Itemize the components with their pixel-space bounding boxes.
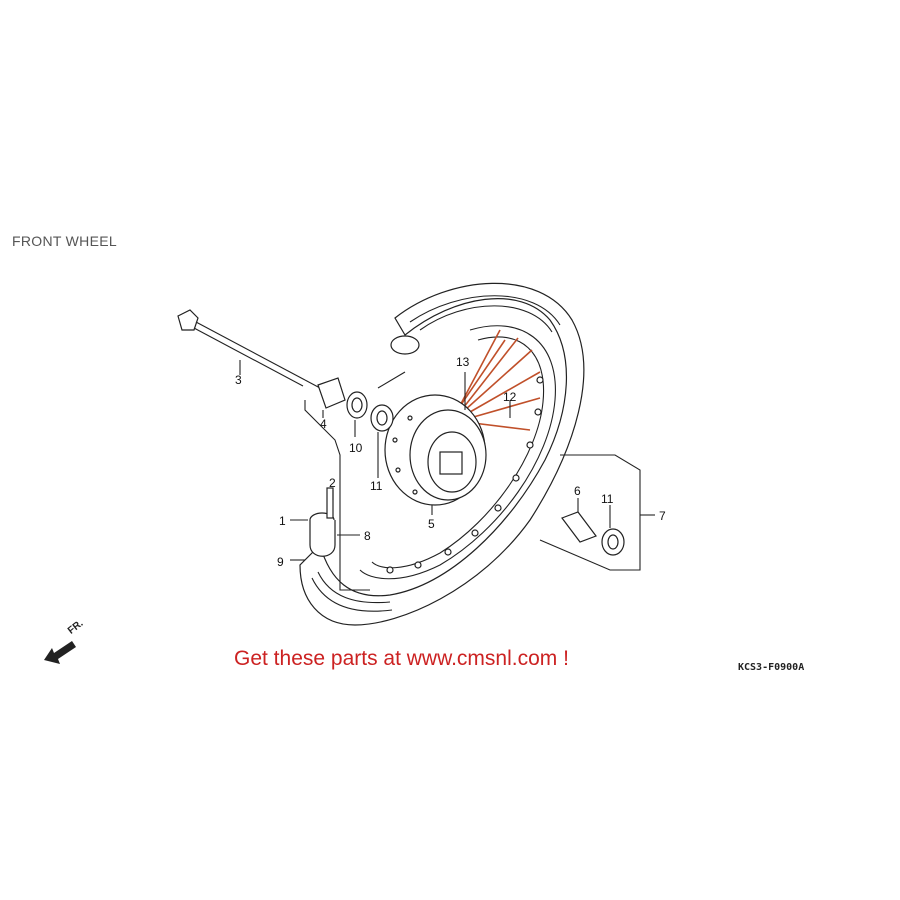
callout-2: 2	[329, 476, 336, 490]
axle	[177, 309, 321, 389]
distance-collar	[561, 511, 597, 543]
tire	[299, 282, 585, 626]
callout-11-left: 11	[370, 479, 383, 493]
callout-10: 10	[349, 441, 363, 455]
diagram-code: KCS3-F0900A	[738, 662, 805, 673]
valve-and-tube	[309, 335, 420, 557]
hub	[384, 394, 487, 506]
callout-11-right: 11	[601, 492, 614, 506]
callout-6: 6	[574, 484, 581, 498]
callout-4: 4	[320, 417, 327, 431]
callout-1: 1	[279, 514, 286, 528]
front-direction-arrow-icon	[44, 641, 76, 664]
group-bracket-left	[304, 371, 406, 591]
callout-7: 7	[659, 509, 666, 523]
rim	[359, 325, 556, 580]
diagram-title: FRONT WHEEL	[12, 233, 117, 249]
left-spacer-collar	[317, 377, 346, 409]
callout-12: 12	[503, 390, 517, 404]
callout-8: 8	[364, 529, 371, 543]
leader-lines	[239, 360, 655, 561]
callout-3: 3	[235, 373, 242, 387]
right-bearing	[601, 528, 625, 556]
promo-link-text[interactable]: Get these parts at www.cmsnl.com !	[234, 647, 569, 670]
callout-9: 9	[277, 555, 284, 569]
left-bearing	[370, 404, 394, 432]
callout-13: 13	[456, 355, 470, 369]
callout-5: 5	[428, 517, 435, 531]
group-bracket-right	[539, 454, 641, 571]
left-dust-seal	[346, 391, 368, 419]
